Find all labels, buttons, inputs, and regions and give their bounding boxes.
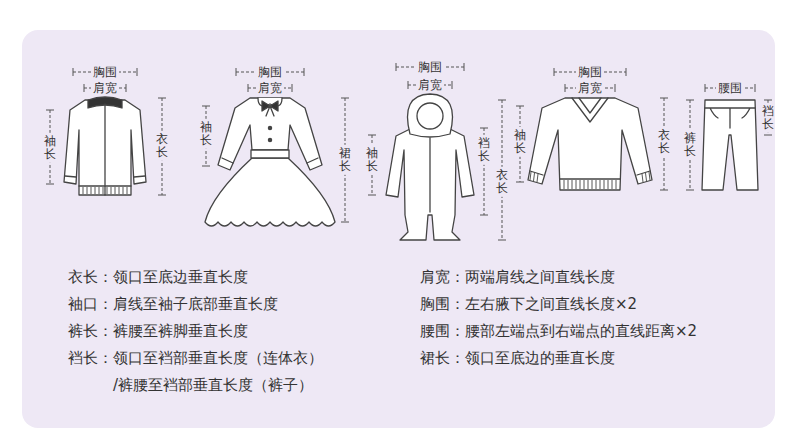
rib-stroke (530, 172, 531, 180)
rib-stroke (103, 187, 104, 194)
measure-label: 衣长 (495, 167, 509, 197)
rib-stroke (564, 180, 565, 189)
definition-text: 裆长：领口至裆部垂直长度（连体衣） /裤腰至裆部垂直长度（裤子） (68, 345, 325, 399)
rib-stroke (604, 180, 605, 189)
measure-label: 肩宽 (576, 81, 604, 95)
rib-stroke (649, 172, 650, 180)
rib-stroke (83, 187, 84, 194)
measure-label: 袖长 (199, 119, 213, 149)
rib-stroke (600, 180, 601, 189)
jumpsuit-face (417, 103, 443, 129)
rib-stroke (99, 187, 100, 194)
pants-details (705, 108, 755, 128)
dress-waistband (251, 150, 289, 158)
jacket (64, 100, 146, 195)
measure-label: 腰围 (716, 81, 744, 95)
rib-stroke (616, 180, 617, 189)
rib-stroke (576, 180, 577, 189)
measure-label: 裆长 (477, 135, 491, 165)
rib-stroke (107, 187, 108, 194)
dress-skirt (205, 158, 335, 226)
measure-label: 袖长 (43, 133, 57, 163)
dress-cuff (222, 158, 318, 163)
sweater (528, 98, 652, 190)
measure-label: 肩宽 (256, 81, 284, 95)
jumpsuit (386, 128, 474, 240)
rib-stroke (115, 187, 116, 194)
ribbing (83, 172, 650, 194)
rib-stroke (537, 174, 538, 182)
measure-label: 衣长 (657, 127, 671, 157)
rib-stroke (123, 187, 124, 194)
measure-label: 衣长 (155, 131, 169, 161)
rib-stroke (87, 187, 88, 194)
panel (22, 30, 775, 428)
measure-label: 肩宽 (91, 81, 119, 95)
rib-stroke (642, 174, 643, 182)
definition-text: 裙长：领口至底边的垂直长度 (420, 345, 615, 372)
definition-text: 衣长：领口至底边垂直长度 (68, 264, 248, 291)
definition-text: 袖口：肩线至袖子底部垂直长度 (68, 291, 278, 318)
definition-text: 腰围：腰部左端点到右端点的直线距离×2 (420, 318, 697, 345)
sweater-neck (572, 98, 608, 122)
measure-label: 袖长 (365, 145, 379, 175)
definition-text: 胸围：左右腋下之间直线长度×2 (420, 291, 637, 318)
dress-button (268, 126, 271, 129)
definition-text: 肩宽：两端肩线之间直线长度 (420, 264, 615, 291)
definition-text: 裤长：裤腰至裤脚垂直长度 (68, 318, 248, 345)
rib-stroke (646, 173, 647, 181)
jacket-zipper (65, 104, 145, 195)
rib-stroke (596, 180, 597, 189)
measure-label: 胸围 (576, 65, 604, 79)
rib-stroke (119, 187, 120, 194)
measure-label: 裆长 (761, 103, 775, 133)
measure-label: 肩宽 (416, 78, 444, 92)
rib-stroke (584, 180, 585, 189)
measure-label: 胸围 (256, 65, 284, 79)
rib-stroke (91, 187, 92, 194)
measure-label: 裤长 (683, 130, 697, 160)
rib-stroke (95, 187, 96, 194)
rib-stroke (608, 180, 609, 189)
measure-label: 袖长 (513, 127, 527, 157)
measure-label: 裙长 (338, 145, 352, 175)
dress-bow (262, 101, 278, 116)
rib-stroke (111, 187, 112, 194)
rib-stroke (612, 180, 613, 189)
jumpsuit-hood (408, 94, 453, 137)
rib-stroke (592, 180, 593, 189)
rib-stroke (534, 173, 535, 181)
dress-button (268, 138, 271, 141)
measure-label: 胸围 (416, 60, 444, 74)
pants (702, 100, 758, 190)
sweater-hem (530, 171, 650, 179)
rib-stroke (568, 180, 569, 189)
rib-stroke (588, 180, 589, 189)
jumpsuit-zipper (429, 138, 430, 212)
rib-stroke (572, 180, 573, 189)
measure-lines (46, 63, 772, 240)
rib-stroke (580, 180, 581, 189)
measure-label: 胸围 (91, 65, 119, 79)
rib-stroke (127, 187, 128, 194)
